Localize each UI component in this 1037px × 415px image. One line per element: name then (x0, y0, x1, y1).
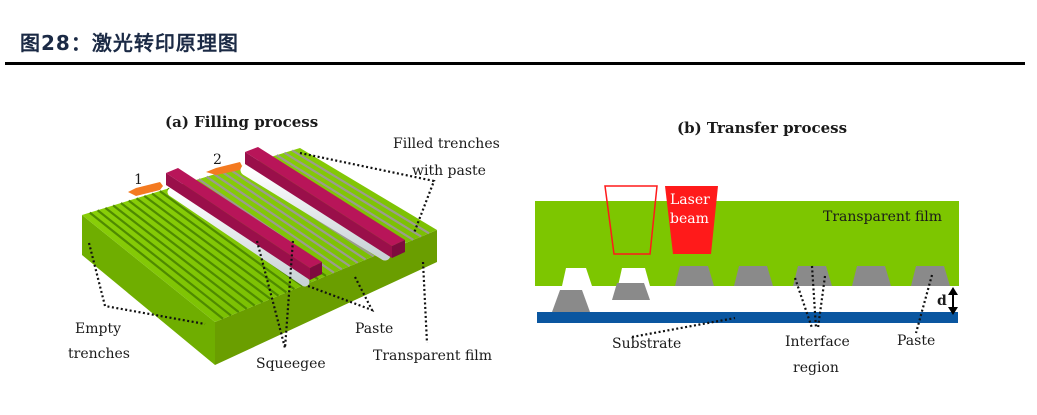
empty-trench (112, 204, 248, 310)
empty-cavity-1 (562, 268, 592, 286)
label-interface-1: Interface (785, 334, 850, 350)
gap-double-arrow (948, 287, 958, 315)
filled-trench (291, 149, 430, 235)
paste-block (911, 266, 950, 286)
film-block-left-face (82, 215, 215, 365)
panel-a-title: (a) Filling process (165, 113, 318, 131)
laser-label-1: Laser (670, 192, 710, 208)
filled-trench (229, 168, 367, 261)
empty-trench (135, 197, 272, 300)
direction-arrow-1 (128, 182, 163, 196)
empty-trench (104, 206, 240, 314)
leader-filled-trenches (299, 151, 436, 234)
label-interface-2: region (793, 360, 839, 376)
label-paste-b: Paste (897, 333, 935, 349)
filled-trench (205, 175, 343, 271)
label-transparent-film-a: Transparent film (373, 348, 492, 364)
empty-trench (96, 209, 232, 317)
roller-back (240, 164, 391, 261)
leader-empty-trenches (87, 242, 206, 326)
paste-transferred-1 (552, 290, 590, 312)
label-empty-trenches-2: trenches (68, 346, 130, 362)
paste-in-film-group (675, 266, 950, 286)
empty-trench (143, 194, 280, 297)
leader-paste (307, 276, 375, 313)
panel-b-title: (b) Transfer process (677, 119, 847, 137)
label-filled-trenches-1: Filled trenches (393, 136, 500, 152)
laser-beam-outline (604, 185, 658, 255)
substrate (537, 312, 958, 323)
squeegee-front-end (310, 262, 322, 280)
paste-block (734, 266, 773, 286)
arrow-1-label: 1 (134, 172, 143, 188)
leader-paste-b (914, 274, 934, 334)
paste-transferring-2 (612, 283, 650, 300)
panel-a-filling-process: (a) Filling process 1 2 Filled (68, 113, 500, 372)
film-block-front-face (215, 230, 437, 365)
squeegee-back-end (392, 240, 405, 258)
figure-title: 图28：激光转印原理图 (20, 31, 239, 55)
filled-trench (221, 171, 359, 264)
leader-transparent-film (421, 261, 429, 344)
roller-front (167, 187, 310, 287)
empty-trench (120, 202, 256, 307)
label-squeegee: Squeegee (256, 356, 326, 372)
title-divider (5, 62, 1025, 65)
label-filled-trenches-2: with paste (412, 163, 486, 179)
paste-block (852, 266, 891, 286)
empty-trench (128, 199, 264, 304)
direction-arrow-2 (206, 162, 242, 175)
empty-trench (89, 211, 224, 320)
panel-b-transfer-process: (b) Transfer process Laser beam Transpar… (535, 119, 959, 376)
filled-trench (276, 154, 414, 241)
arrow-2-label: 2 (213, 152, 222, 168)
squeegee-back-side (245, 152, 392, 258)
leader-squeegee (255, 239, 295, 349)
filled-trench (283, 151, 422, 238)
leader-substrate (631, 316, 736, 339)
label-substrate: Substrate (612, 336, 681, 352)
filled-trench (213, 173, 351, 268)
squeegee-back (245, 147, 405, 246)
gap-d-label: d (937, 293, 947, 309)
laser-beam (665, 186, 718, 254)
label-empty-trenches-1: Empty (75, 321, 121, 337)
label-paste-a: Paste (355, 321, 393, 337)
leader-interface-2 (810, 265, 818, 329)
laser-label-2: beam (670, 211, 709, 227)
label-transparent-film-b: Transparent film (823, 209, 942, 225)
empty-trench (159, 190, 295, 291)
paste-block (675, 266, 714, 286)
empty-cavity-2 (618, 268, 650, 286)
squeegee-front (166, 168, 322, 268)
squeegee-front-side (166, 173, 310, 280)
empty-trench (151, 192, 288, 294)
